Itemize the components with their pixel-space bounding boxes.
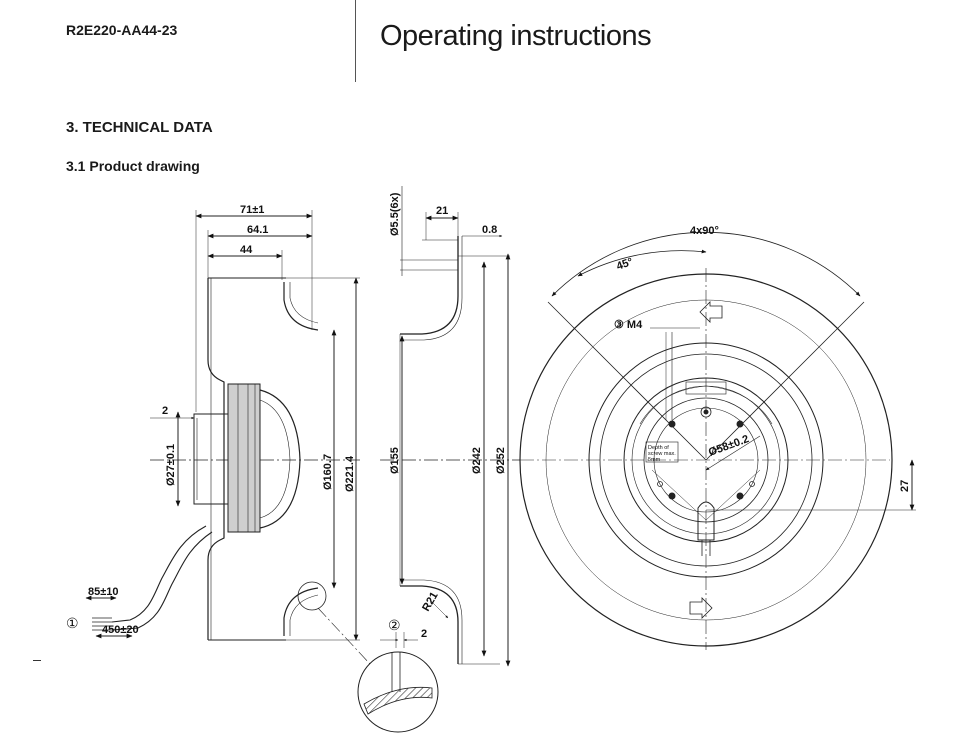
section-view-labels: Ø5.5(6x) 21 0.8 Ø155 Ø242 Ø252 R21 ② 2: [388, 192, 507, 640]
dia-242: Ø242: [471, 447, 483, 474]
depth-note-line-2: screw max.: [648, 451, 676, 457]
section-heading: 3. TECHNICAL DATA: [66, 119, 213, 136]
dim-27: 27: [899, 480, 911, 492]
angle-repeat: 4x90°: [690, 225, 719, 237]
margin-mark: [33, 660, 41, 661]
angle-45: 45°: [615, 256, 635, 273]
dim-overall: 71±1: [240, 204, 264, 216]
depth-note-line-3: 5mm: [648, 457, 661, 463]
thread-m4: ③ M4: [614, 319, 643, 331]
header-divider: [355, 0, 356, 82]
radius-r21: R21: [420, 590, 440, 613]
section-subheading: 3.1 Product drawing: [66, 158, 200, 174]
section-view: [357, 186, 520, 733]
cable-length: 450±20: [102, 624, 139, 636]
cable-strip-length: 85±10: [88, 586, 119, 598]
dia-shaft: Ø27±0.1: [165, 444, 177, 486]
dia-outer: Ø221.4: [344, 455, 356, 492]
front-view-labels: 4x90° 45° ③ M4 Depth of screw max. 5mm Ø…: [614, 225, 911, 492]
callout-1: ①: [66, 615, 79, 631]
callout-2: ②: [388, 617, 401, 633]
dia-inner: Ø160.7: [322, 454, 334, 490]
dim-flange: 2: [162, 405, 168, 417]
dia-252: Ø252: [495, 447, 507, 474]
depth-note-line-1: Depth of: [648, 445, 669, 451]
side-view-labels: 71±1 64.1 44 2 Ø27±0.1 Ø160.7 Ø221.4 85±…: [66, 204, 356, 636]
page-title: Operating instructions: [380, 20, 652, 52]
dim-thickness: 0.8: [482, 224, 497, 236]
hole-spec: Ø5.5(6x): [389, 192, 401, 236]
side-view: [85, 210, 371, 665]
dim-depth: 64.1: [247, 224, 268, 236]
dia-155: Ø155: [389, 447, 401, 474]
front-view: [519, 231, 916, 650]
document-id: R2E220-AA44-23: [66, 22, 178, 38]
dim-top: 21: [436, 205, 448, 217]
dim-hub: 44: [240, 244, 253, 256]
dim-2: 2: [421, 628, 427, 640]
